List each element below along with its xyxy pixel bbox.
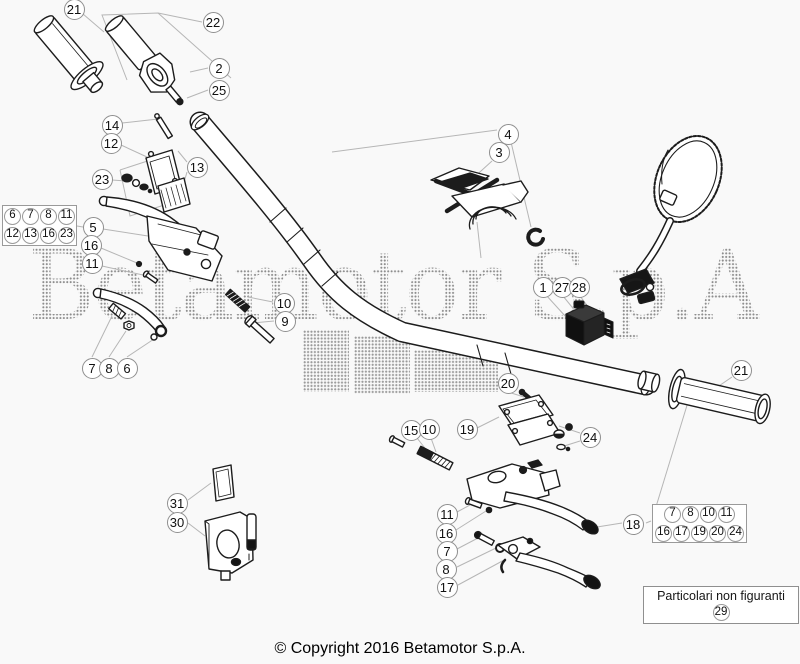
part-cover-plates <box>498 388 561 446</box>
note-box: Particolari non figuranti 29 <box>643 586 799 624</box>
callout-24: 24 <box>727 524 744 542</box>
callout-1: 1 <box>532 276 554 298</box>
callout-29: 29 <box>712 604 730 621</box>
part-stud-front <box>388 435 454 471</box>
part-reservoir-cover <box>121 149 191 213</box>
callout-27: 27 <box>551 276 573 298</box>
callout-23: 23 <box>58 226 75 244</box>
callout-13: 13 <box>186 156 208 178</box>
callout-30: 30 <box>166 511 188 533</box>
callout-16: 16 <box>655 524 672 542</box>
part-handlebar <box>189 111 657 396</box>
callout-7: 7 <box>22 207 39 225</box>
part-clutch-assembly <box>98 195 223 284</box>
callout-10: 10 <box>700 505 717 523</box>
copyright-text: © Copyright 2016 Betamotor S.p.A. <box>274 640 526 657</box>
part-brake-master <box>464 459 601 590</box>
part-c-clip <box>526 227 545 247</box>
callout-6: 6 <box>4 207 21 225</box>
callout-17: 17 <box>436 576 458 598</box>
callout-4: 4 <box>497 123 519 145</box>
callout-20: 20 <box>497 372 519 394</box>
callout-19: 19 <box>456 418 478 440</box>
callout-16: 16 <box>40 226 57 244</box>
callout-19: 19 <box>691 524 708 542</box>
callout-16: 16 <box>80 234 102 256</box>
part-stud-bolt <box>224 288 275 344</box>
parts <box>33 15 771 590</box>
part-clutch-lever-small <box>92 287 168 341</box>
callout-12: 12 <box>4 226 21 244</box>
callout-22: 22 <box>202 11 224 33</box>
callout-18: 18 <box>622 513 644 535</box>
part-bar-pad-clamp <box>430 167 529 230</box>
callout-16: 16 <box>435 522 457 544</box>
callout-13: 13 <box>22 226 39 244</box>
callout-17: 17 <box>673 524 690 542</box>
callout-10: 10 <box>418 418 440 440</box>
callout-7: 7 <box>664 505 681 523</box>
callout-21: 21 <box>730 359 752 381</box>
callout-11: 11 <box>81 252 103 274</box>
callout-6: 6 <box>116 357 138 379</box>
part-pin <box>154 113 174 140</box>
part-clamp-small-parts <box>553 423 573 452</box>
callout-23: 23 <box>91 168 113 190</box>
part-mirror <box>619 135 723 305</box>
callout-3: 3 <box>488 141 510 163</box>
callout-9: 9 <box>274 310 296 332</box>
callout-11: 11 <box>718 505 735 523</box>
callout-21: 21 <box>63 0 85 20</box>
callout-15: 15 <box>400 419 422 441</box>
watermark-fragment <box>303 330 349 392</box>
callout-11: 11 <box>58 207 75 225</box>
callout-2: 2 <box>208 57 230 79</box>
callout-11: 11 <box>436 503 458 525</box>
callout-28: 28 <box>568 276 590 298</box>
callout-20: 20 <box>709 524 726 542</box>
note-box-title: Particolari non figuranti <box>657 589 785 603</box>
callout-8: 8 <box>682 505 699 523</box>
callout-25: 25 <box>208 79 230 101</box>
callout-8: 8 <box>40 207 57 225</box>
watermark-fragment <box>354 336 410 394</box>
part-throttle-assembly <box>104 15 184 106</box>
part-grip-right <box>637 368 771 425</box>
callout-24: 24 <box>579 426 601 448</box>
part-switch-housing <box>204 464 257 581</box>
part-grip-left <box>33 15 104 94</box>
callout-12: 12 <box>100 132 122 154</box>
part-switch <box>565 300 614 346</box>
callout-31: 31 <box>166 492 188 514</box>
